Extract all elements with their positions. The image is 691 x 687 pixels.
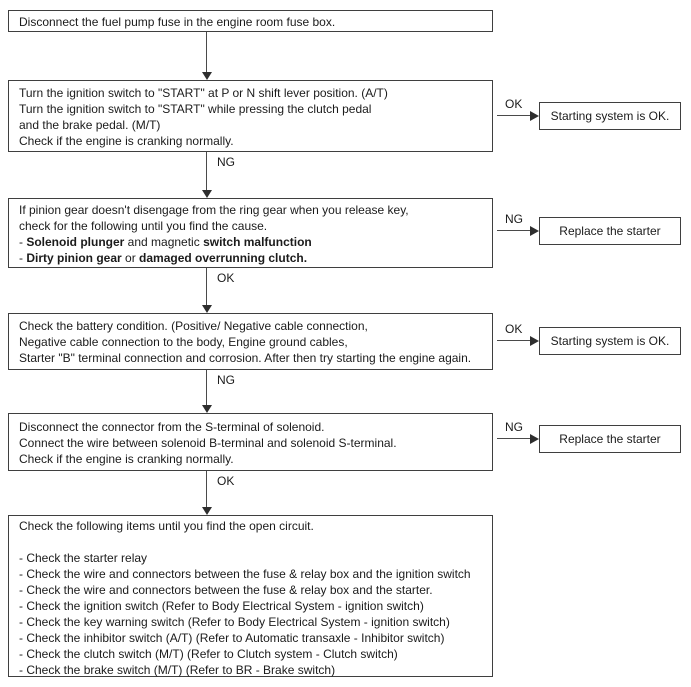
branch-label-ng: NG [505, 420, 523, 434]
flow-step-solenoid-jumper-check: Disconnect the connector from the S-term… [8, 413, 493, 471]
branch-label-ng: NG [505, 212, 523, 226]
arrowhead-down-icon [202, 305, 212, 313]
arrow-down-4-ng: NG [202, 370, 235, 413]
arrowhead-right-icon [530, 336, 539, 346]
connector-label-ok: OK [217, 271, 235, 285]
arrow-down-2-ng: NG [202, 152, 235, 198]
arrow-line [206, 370, 208, 406]
arrowhead-down-icon [202, 507, 212, 515]
branch-label-ok: OK [505, 322, 523, 336]
arrow-down-1 [202, 32, 212, 80]
flow-step-ignition-start-check: Turn the ignition switch to "START" at P… [8, 80, 493, 152]
arrow-line [206, 471, 208, 508]
arrow-line [206, 32, 208, 73]
branch-ok-starting-system-ok-1: OK Starting system is OK. [497, 96, 687, 142]
arrowhead-down-icon [202, 405, 212, 413]
result-box-starting-system-ok: Starting system is OK. [539, 102, 681, 130]
arrowhead-down-icon [202, 72, 212, 80]
arrow-line [497, 340, 530, 342]
arrow-line [497, 230, 530, 232]
connector-label-ok: OK [217, 474, 235, 488]
arrowhead-right-icon [530, 226, 539, 236]
arrow-line [497, 115, 530, 117]
arrowhead-down-icon [202, 190, 212, 198]
arrow-line [497, 438, 530, 440]
arrow-down-5-ok: OK [202, 471, 234, 515]
branch-ng-replace-starter-1: NG Replace the starter [497, 211, 687, 257]
branch-ng-replace-starter-2: NG Replace the starter [497, 419, 687, 465]
arrowhead-right-icon [530, 111, 539, 121]
arrow-down-3-ok: OK [202, 268, 234, 313]
result-box-replace-starter: Replace the starter [539, 217, 681, 245]
flow-step-battery-condition-check: Check the battery condition. (Positive/ … [8, 313, 493, 370]
connector-label-ng: NG [217, 373, 235, 387]
arrow-line [206, 268, 208, 306]
result-box-replace-starter: Replace the starter [539, 425, 681, 453]
result-box-starting-system-ok: Starting system is OK. [539, 327, 681, 355]
arrowhead-right-icon [530, 434, 539, 444]
flow-step-fuel-pump-fuse: Disconnect the fuel pump fuse in the eng… [8, 10, 493, 32]
arrow-line [206, 152, 208, 191]
branch-label-ok: OK [505, 97, 523, 111]
flow-step-pinion-gear-check: If pinion gear doesn't disengage from th… [8, 198, 493, 268]
connector-label-ng: NG [217, 155, 235, 169]
flow-step-open-circuit-checklist: Check the following items until you find… [8, 515, 493, 677]
branch-ok-starting-system-ok-2: OK Starting system is OK. [497, 321, 687, 367]
